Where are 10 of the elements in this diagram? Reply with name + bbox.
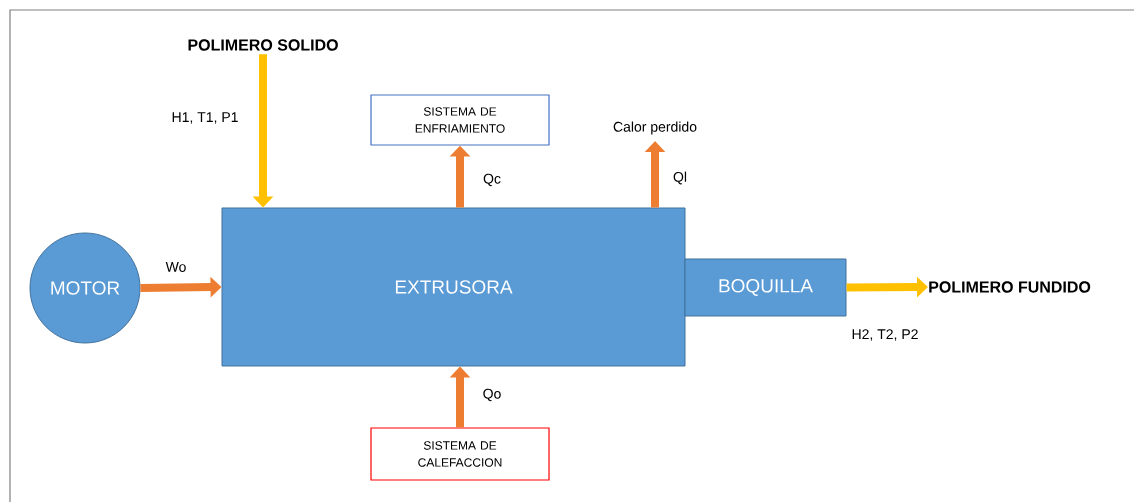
edge-label: H2, T2, P2: [850, 328, 920, 342]
product-label: POLIMERO FUNDIDO: [929, 281, 1091, 293]
system-box: SISTEMA DE ENFRIAMIENTO: [370, 94, 550, 146]
extruder-box: EXTRUSORA: [221, 207, 686, 367]
output-label: Calor perdido: [613, 121, 697, 135]
source-label: POLIMERO SOLIDO: [188, 39, 338, 51]
nozzle-box: BOQUILLA: [684, 258, 847, 317]
system-box: SISTEMA DE CALEFACCION: [370, 427, 550, 481]
edge-label: H1, T1, P1: [170, 111, 240, 125]
edge-label: Wo: [164, 261, 188, 273]
